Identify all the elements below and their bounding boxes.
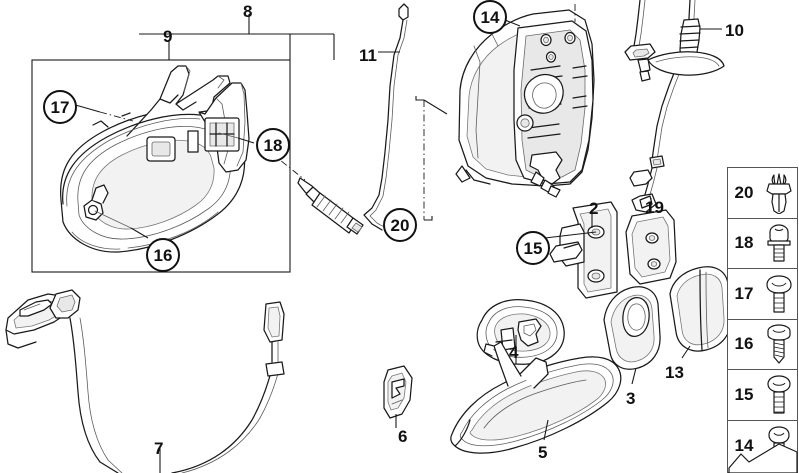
legend-row-15: 15	[728, 370, 797, 421]
callout-14: 14	[473, 0, 507, 34]
callout-13: 13	[665, 363, 684, 382]
leader-3	[631, 367, 637, 385]
expanding-rivet-icon	[760, 172, 797, 214]
fastener-legend-panel: 20 18	[727, 167, 798, 473]
legend-number-15: 15	[734, 384, 754, 404]
legend-number-18: 18	[734, 233, 754, 253]
door-handle-carrier-part	[59, 65, 250, 253]
callout-7: 7	[154, 439, 164, 458]
legend-row-18: 18	[728, 219, 797, 269]
operating-rod-11	[363, 3, 409, 231]
handle-bearing-support-3	[603, 286, 661, 370]
striker-catch-bracket-2	[549, 201, 618, 299]
outer-door-handle-5	[450, 341, 622, 454]
callout-18: 18	[256, 128, 290, 162]
callout-6: 6	[398, 427, 408, 446]
legend-number-14: 14	[734, 435, 754, 455]
small-clip-plate-6	[383, 365, 413, 419]
legend-row-17: 17	[728, 269, 797, 320]
bowden-cable-10	[624, 0, 725, 213]
callout-15: 15	[516, 231, 550, 265]
leader-16	[130, 227, 149, 239]
legend-row-16: 16	[728, 320, 797, 370]
callout-8: 8	[243, 2, 253, 21]
legend-overflow-shape	[728, 443, 798, 473]
hex-flange-bolt-icon	[760, 222, 797, 264]
callout-17: 17	[43, 90, 77, 124]
leader-5	[543, 419, 549, 441]
sealing-pad-19	[625, 195, 677, 285]
legend-number-17: 17	[734, 283, 754, 303]
callout-2: 2	[589, 199, 599, 218]
oval-head-screw-icon	[760, 374, 797, 416]
leader-17-dashed	[99, 111, 134, 122]
leader-13	[681, 345, 691, 359]
callout-11: 11	[359, 46, 377, 65]
pan-head-screw-icon	[760, 273, 797, 315]
bowden-cable-handle-7	[5, 289, 285, 473]
door-lock-assembly-14	[455, 9, 595, 198]
callout-16: 16	[146, 238, 180, 272]
leader-18	[237, 137, 255, 144]
legend-number-16: 16	[734, 334, 754, 354]
handle-end-cap-13	[669, 266, 731, 352]
carrier-group-box	[31, 59, 291, 273]
legend-number-20: 20	[734, 182, 754, 202]
callout-20: 20	[383, 208, 417, 242]
callout-3: 3	[626, 389, 636, 408]
legend-row-20: 20	[728, 168, 797, 219]
callout-9: 9	[163, 27, 173, 46]
callout-19: 19	[645, 198, 664, 217]
callout-5: 5	[538, 443, 548, 462]
group-bracket-lines	[139, 14, 335, 60]
leader-20-angle	[423, 99, 448, 115]
callout-10: 10	[725, 21, 744, 40]
bolt-18-pictorial	[297, 177, 364, 235]
callout-4: 4	[509, 343, 519, 362]
self-tapping-screw-icon	[760, 323, 797, 365]
